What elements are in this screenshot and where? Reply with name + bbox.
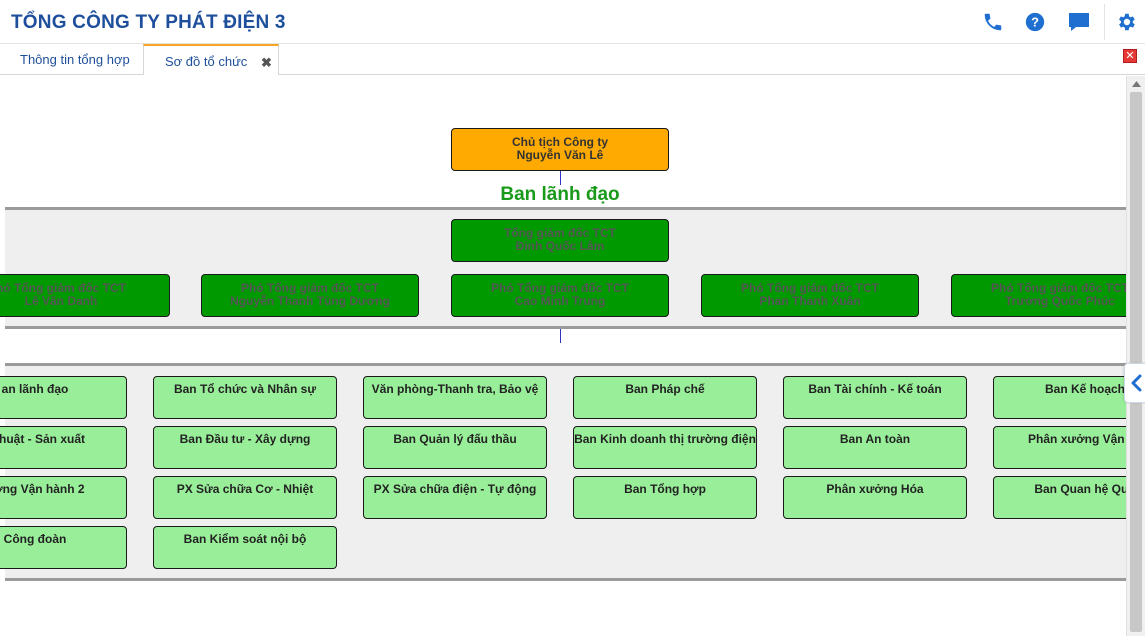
department-node[interactable]: Ban Đầu tư - Xây dựng [153,426,337,469]
department-label: Ban Quan hệ Quố [1034,482,1126,496]
department-node[interactable]: Ban Tổng hợp [573,476,757,519]
tab-close-icon[interactable]: ✖ [261,55,272,70]
connector-line [560,171,561,185]
department-label: PX Sửa chữa điện - Tự động [373,482,537,496]
deputy-title: Phó Tổng giám đốc TCT [491,281,629,295]
deputy-title: Phó Tổng giám đốc TCT [741,281,879,295]
deputy-name: Phan Thanh Xuân [759,294,861,308]
tab-bar: Thông tin tổng hợp Sơ đồ tổ chức ✖ [0,44,1145,76]
deputy-node[interactable]: Phó Tổng giám đốc TCT Phan Thanh Xuân [701,274,919,317]
department-node[interactable]: Ban Quan hệ Quố [993,476,1126,519]
department-node[interactable]: Ban Kinh doanh thị trường điện [573,426,757,469]
org-chart-canvas: Chủ tịch Công ty Nguyễn Văn Lê Ban lãnh … [0,75,1126,636]
department-label: Ban Kiểm soát nội bộ [183,532,307,546]
scrollbar-thumb[interactable] [1130,92,1142,632]
tab-overview[interactable]: Thông tin tổng hợp [20,52,130,67]
department-label: Ban Quản lý đấu thầu [393,432,517,446]
deputy-title: hó Tổng giám đốc TCT [0,281,126,295]
department-node[interactable]: Ban Kiểm soát nội bộ [153,526,337,569]
department-node[interactable]: Công đoàn [0,526,127,569]
app-header: TỔNG CÔNG TY PHÁT ĐIỆN 3 ? [0,0,1145,44]
ceo-node[interactable]: Tổng giám đốc TCT Đinh Quốc Lâm [451,219,669,262]
deputy-name: Cao Minh Trung [514,294,606,308]
chairman-node[interactable]: Chủ tịch Công ty Nguyễn Văn Lê [451,128,669,171]
department-node[interactable]: PX Sửa chữa điện - Tự động [363,476,547,519]
deputy-node[interactable]: Phó Tổng giám đốc TCT Cao Minh Trung [451,274,669,317]
deputy-node[interactable]: Phó Tổng giám đốc TCT Trương Quốc Phúc [951,274,1126,317]
department-node[interactable]: Ban Quản lý đấu thầu [363,426,547,469]
collapse-panel-chevron-left-icon[interactable] [1124,363,1145,403]
app-title: TỔNG CÔNG TY PHÁT ĐIỆN 3 [11,12,286,33]
ceo-title: Tổng giám đốc TCT [504,226,616,240]
department-label: Công đoàn [3,532,67,546]
department-label: Ban Tài chính - Kế toán [808,382,942,396]
deputy-node[interactable]: hó Tổng giám đốc TCT Lê Văn Danh [0,274,170,317]
department-node[interactable]: Ban Kế hoạch [993,376,1126,419]
ceo-name: Đinh Quốc Lâm [515,239,605,253]
department-node[interactable]: PX Sửa chữa Cơ - Nhiệt [153,476,337,519]
section-title: Ban lãnh đạo [500,184,620,205]
deputy-name: Nguyễn Thanh Tùng Dương [230,294,390,308]
gear-icon[interactable] [1112,8,1140,36]
department-node[interactable]: Văn phòng-Thanh tra, Bảo vệ [363,376,547,419]
deputy-title: Phó Tổng giám đốc TCT [991,281,1126,295]
department-label: an lãnh đạo [1,382,69,396]
department-node[interactable]: an lãnh đạo [0,376,127,419]
deputy-title: Phó Tổng giám đốc TCT [241,281,379,295]
chairman-name: Nguyễn Văn Lê [516,148,604,162]
department-label: Phân xưởng Hóa [826,482,924,496]
scroll-up-arrow-icon[interactable] [1127,78,1145,90]
department-node[interactable]: Ban An toàn [783,426,967,469]
department-node[interactable]: ỹ thuật - Sản xuất [0,426,127,469]
department-label: Ban Kế hoạch [1044,382,1125,396]
department-node[interactable]: Ban Tài chính - Kế toán [783,376,967,419]
phone-icon[interactable] [979,8,1007,36]
department-label: ỹ thuật - Sản xuất [0,432,85,446]
deputy-name: Lê Văn Danh [24,294,98,308]
header-divider [1104,4,1105,40]
tab-org-chart-label: Sơ đồ tổ chức [165,53,248,69]
deputy-node[interactable]: Phó Tổng giám đốc TCT Nguyễn Thanh Tùng … [201,274,419,317]
deputy-name: Trương Quốc Phúc [1005,294,1115,308]
department-label: ưởng Vận hành 2 [0,482,85,496]
department-label: Ban Pháp chế [625,382,705,396]
department-node[interactable]: Phân xưởng Hóa [783,476,967,519]
department-node[interactable]: ưởng Vận hành 2 [0,476,127,519]
department-label: Ban Kinh doanh thị trường điện [574,432,756,446]
department-label: Ban An toàn [839,432,911,446]
connector-line [560,329,561,343]
department-label: Ban Đầu tư - Xây dựng [179,432,311,446]
department-label: Phân xưởng Vận hà [1028,432,1126,446]
department-label: PX Sửa chữa Cơ - Nhiệt [176,482,314,496]
department-label: Ban Tổng hợp [624,482,706,496]
help-icon[interactable]: ? [1021,8,1049,36]
department-node[interactable]: Ban Pháp chế [573,376,757,419]
chat-icon[interactable] [1065,8,1093,36]
svg-text:?: ? [1031,15,1039,30]
tab-org-chart[interactable]: Sơ đồ tổ chức ✖ [143,44,279,76]
department-node[interactable]: Ban Tổ chức và Nhân sự [153,376,337,419]
department-node[interactable]: Phân xưởng Vận hà [993,426,1126,469]
chairman-title: Chủ tịch Công ty [512,135,608,149]
close-window-icon[interactable]: ✕ [1123,49,1137,63]
department-label: Ban Tổ chức và Nhân sự [173,382,317,396]
department-label: Văn phòng-Thanh tra, Bảo vệ [371,382,539,396]
vertical-scrollbar[interactable] [1126,76,1145,636]
